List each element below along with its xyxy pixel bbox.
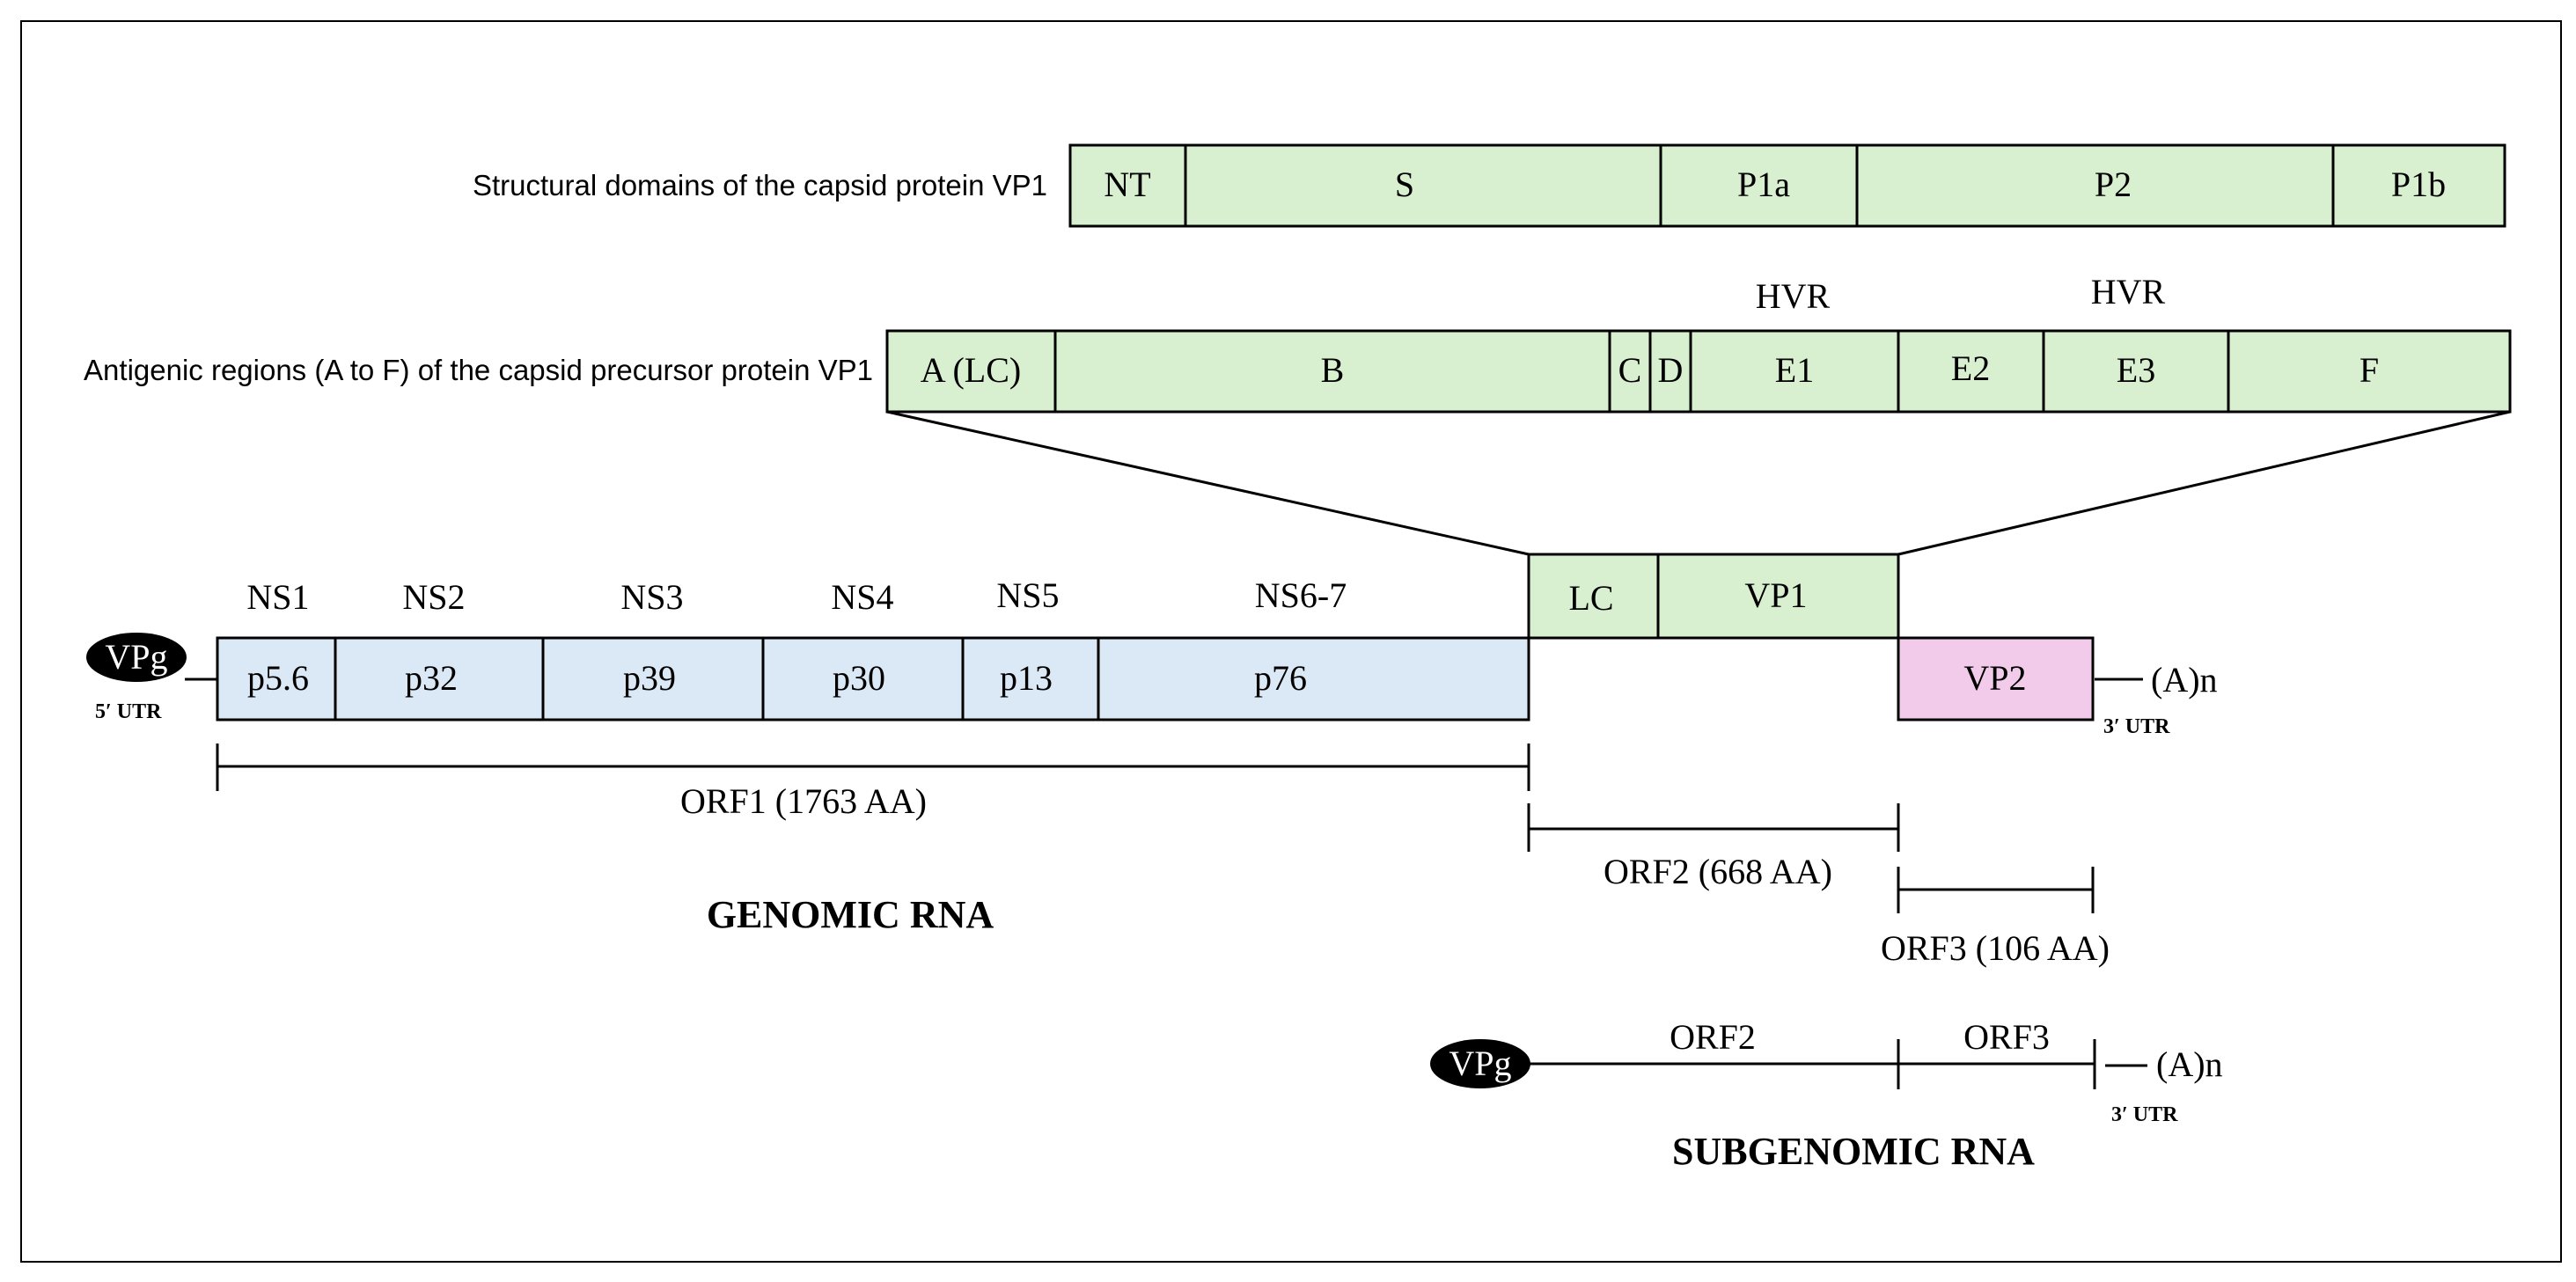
domain-p1b-label: P1b [2391,165,2446,204]
region-a-lc [885,329,1057,414]
protein-p32 [334,636,545,722]
region-e1-label: E1 [1775,350,1814,390]
protein-p76-label: p76 [1254,658,1307,698]
ns2-label: NS2 [402,577,465,617]
domain-p2 [1855,143,2335,228]
region-f [2227,329,2512,414]
vpg-5-label: VPg [105,637,167,677]
utr3-subgenomic-label: 3′ UTR [2111,1103,2178,1126]
protein-vp2-label: VP2 [1963,658,2026,698]
ns6-7-label: NS6-7 [1255,575,1347,615]
protein-p30-label: p30 [833,658,885,698]
structural-domains-label: Structural domains of the capsid protein… [473,169,1047,201]
utr5-label: 5′ UTR [95,700,162,723]
domain-nt-label: NT [1104,165,1150,204]
subgenomic-orf2-label: ORF2 [1670,1017,1756,1057]
antigenic-regions-label: Antigenic regions (A to F) of the capsid… [84,354,873,386]
region-a-lc-label: A (LC) [921,350,1021,390]
ns1-label: NS1 [246,577,309,617]
domain-p2-label: P2 [2095,165,2132,204]
region-e3-label: E3 [2117,350,2155,390]
polya-genomic-label: (A)n [2151,660,2218,700]
region-b-label: B [1321,350,1345,390]
region-f-label: F [2359,350,2379,390]
ns5-label: NS5 [996,575,1059,615]
vpg-subgenomic-label: VPg [1449,1044,1511,1083]
protein-p5-6-label: p5.6 [247,658,309,698]
genomic-rna: NS1 NS2 NS3 NS4 NS5 NS6-7 VPg 5′ UTR p5.… [86,553,2218,968]
hvr-label-1: HVR [1756,276,1831,316]
ns4-label: NS4 [831,577,893,617]
protein-vp1 [1656,553,1900,640]
genomic-rna-title: GENOMIC RNA [707,893,994,936]
orf2-label: ORF2 (668 AA) [1604,852,1832,891]
ns3-label: NS3 [620,577,683,617]
protein-vp2 [1897,636,2095,722]
protein-p13-label: p13 [1000,658,1053,698]
protein-lc-label: LC [1568,578,1613,618]
domain-p1b [2331,143,2506,228]
antigenic-regions: Antigenic regions (A to F) of the capsid… [84,272,2512,414]
protein-lc [1527,553,1660,640]
hvr-label-2: HVR [2091,272,2166,311]
region-d-label: D [1658,350,1684,390]
domain-p1a-label: P1a [1737,165,1790,204]
subgenomic-rna-title: SUBGENOMIC RNA [1672,1130,2035,1173]
region-e3 [2042,329,2230,414]
domain-s-label: S [1395,165,1414,204]
vpg-subgenomic [1430,1039,1530,1088]
zoom-line-right [1897,410,2511,556]
zoom-line-left [886,410,1530,556]
structural-domains: Structural domains of the capsid protein… [473,143,2506,228]
region-b [1053,329,1611,414]
protein-vp1-label: VP1 [1744,575,1807,615]
protein-p39-label: p39 [623,658,676,698]
vpg-5-end [86,633,187,682]
protein-p30 [761,636,965,722]
region-e2-label: E2 [1951,348,1990,388]
utr3-genomic-label: 3′ UTR [2103,715,2170,738]
protein-p32-label: p32 [405,658,458,698]
subgenomic-rna: VPg ORF2 ORF3 (A)n 3′ UTR SUBGENOMIC RNA [1430,1017,2223,1173]
polya-subgenomic-label: (A)n [2156,1044,2223,1084]
domain-p1a [1659,143,1859,228]
protein-p5-6 [216,636,337,722]
protein-p76 [1097,636,1530,722]
subgenomic-orf3-label: ORF3 [1963,1017,2050,1057]
region-c-label: C [1618,350,1642,390]
orf1-label: ORF1 (1763 AA) [680,781,927,821]
protein-p39 [541,636,765,722]
orf3-label: ORF3 (106 AA) [1881,928,2110,968]
domain-s [1184,143,1662,228]
domain-nt [1068,143,1187,228]
